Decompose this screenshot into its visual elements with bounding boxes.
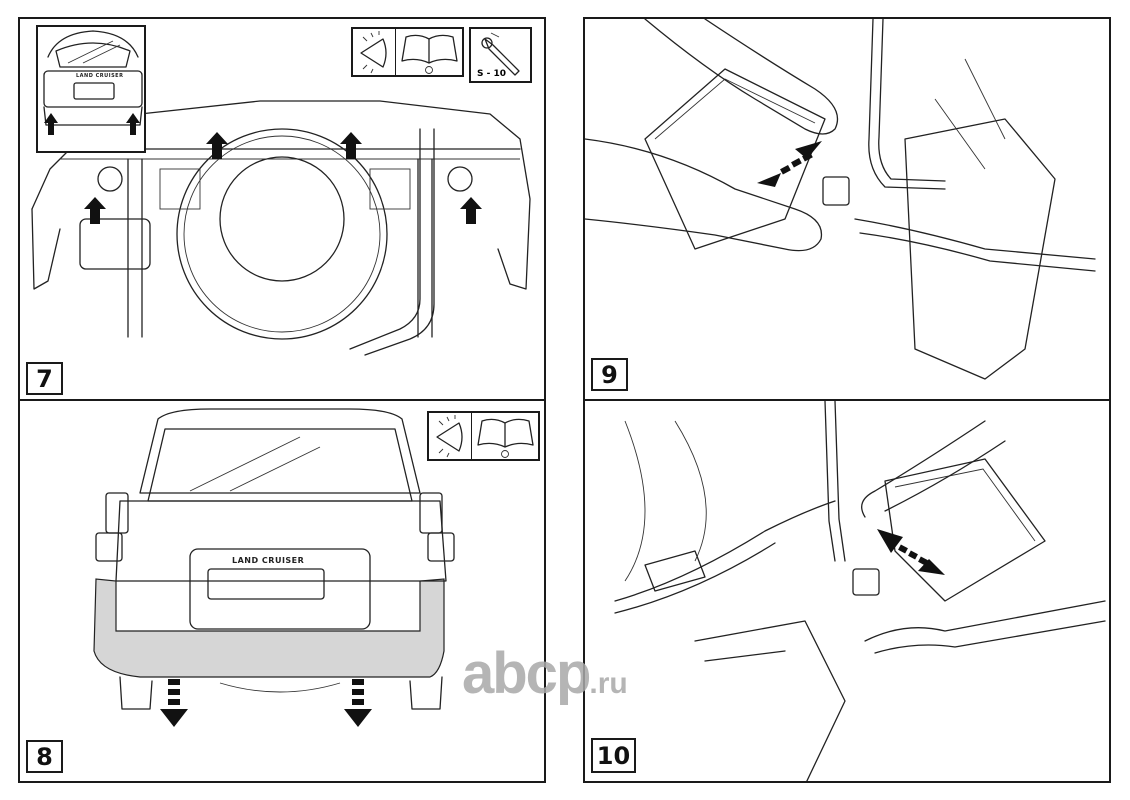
double-dashed-arrow bbox=[877, 529, 945, 575]
step-7-inset: LAND CRUISER bbox=[36, 25, 146, 153]
step-7-panel: LAND CRUISER S - 10 7 bbox=[18, 17, 546, 401]
up-arrow bbox=[340, 132, 362, 159]
step-8-panel: LAND CRUISER 8 bbox=[18, 399, 546, 783]
ratchet-wrench-icon bbox=[481, 32, 520, 76]
step-10-panel: 10 bbox=[583, 399, 1111, 783]
step-8-info-icons bbox=[427, 411, 540, 461]
up-arrow bbox=[84, 197, 106, 224]
step-9-illustration bbox=[585, 19, 1096, 380]
step-number-badge: 7 bbox=[26, 362, 63, 395]
step-7-illustration bbox=[31, 100, 531, 356]
manual-book-icon bbox=[471, 413, 538, 459]
step-10-illustration bbox=[614, 401, 1106, 781]
up-arrow bbox=[460, 197, 482, 224]
step-7-tool-box: S - 10 bbox=[469, 27, 532, 83]
watermark-suffix: .ru bbox=[589, 667, 628, 700]
model-badge: LAND CRUISER bbox=[232, 556, 305, 565]
visual-inspection-icon bbox=[429, 413, 471, 459]
inset-model-badge: LAND CRUISER bbox=[76, 73, 124, 79]
step-number-badge: 10 bbox=[591, 738, 636, 773]
step-9-panel: 9 bbox=[583, 17, 1111, 401]
double-dashed-arrow bbox=[757, 141, 822, 187]
step-number-badge: 9 bbox=[591, 358, 628, 391]
up-arrow bbox=[206, 132, 228, 159]
tool-size-label: S - 10 bbox=[477, 69, 507, 79]
step-number-badge: 8 bbox=[26, 740, 63, 773]
watermark: abcp.ru bbox=[462, 640, 628, 707]
down-dashed-arrow bbox=[160, 679, 188, 727]
watermark-brand: abcp bbox=[462, 641, 591, 706]
visual-inspection-icon bbox=[353, 29, 395, 75]
step-7-info-icons bbox=[351, 27, 464, 77]
manual-book-icon bbox=[395, 29, 462, 75]
down-dashed-arrow bbox=[344, 679, 372, 727]
step-8-illustration bbox=[93, 408, 455, 727]
inset-vehicle-rear-illustration bbox=[43, 30, 143, 135]
